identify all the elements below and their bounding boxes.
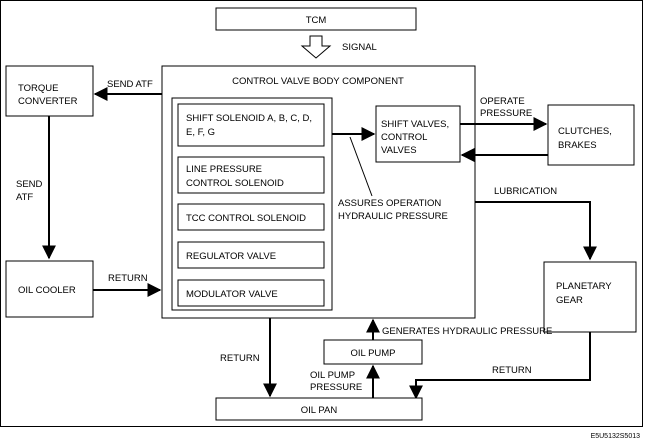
oil-pan-label: OIL PAN: [301, 405, 338, 416]
shift-valves-line1: SHIFT VALVES,: [381, 119, 449, 130]
regulator-valve-box: [177, 241, 325, 269]
shift-solenoid-box: [177, 103, 325, 147]
regulator-valve-label: REGULATOR VALVE: [186, 251, 276, 262]
torque-converter-box: [5, 65, 94, 117]
generates-label: GENERATES HYDRAULIC PRESSURE: [382, 326, 552, 337]
assures-line1: ASSURES OPERATION: [338, 198, 441, 209]
return-planetary-label: RETURN: [492, 365, 532, 376]
oil-cooler-label: OIL COOLER: [18, 285, 76, 296]
tcm-label: TCM: [306, 15, 327, 26]
oil-pump-pressure-line1: OIL PUMP: [310, 370, 355, 381]
planetary-gear-line2: GEAR: [556, 295, 583, 306]
clutches-brakes-line1: CLUTCHES,: [558, 126, 612, 137]
lubrication-label: LUBRICATION: [494, 186, 557, 197]
arrow-planetary-return: [409, 332, 591, 400]
tcc-solenoid-box: [177, 203, 325, 231]
clutches-brakes-line2: BRAKES: [558, 140, 597, 151]
torque-converter-line2: CONVERTER: [18, 96, 78, 107]
oil-cooler-box: [5, 260, 94, 318]
tcm-box: [215, 7, 417, 31]
oil-pump-pressure-line2: PRESSURE: [310, 382, 362, 393]
send-atf-top-label: SEND ATF: [107, 79, 153, 90]
oil-pan-box: [215, 397, 423, 421]
planetary-gear-box: [543, 261, 637, 333]
signal-label: SIGNAL: [342, 42, 377, 53]
line-pressure-solenoid-box: [177, 156, 325, 194]
modulator-valve-label: MODULATOR VALVE: [186, 289, 278, 300]
operate-pressure-line1: OPERATE: [480, 96, 525, 107]
assures-leader-line: [349, 136, 373, 197]
tcc-solenoid-label: TCC CONTROL SOLENOID: [186, 213, 306, 224]
line-pressure-line1: LINE PRESSURE: [186, 164, 262, 175]
send-atf-side-line1: SEND: [16, 179, 43, 190]
shift-solenoid-line1: SHIFT SOLENOID A, B, C, D,: [186, 113, 312, 124]
line-pressure-line2: CONTROL SOLENOID: [186, 178, 284, 189]
operate-pressure-line2: PRESSURE: [480, 108, 532, 119]
shift-solenoid-line2: E, F, G: [186, 127, 215, 138]
return-cooler-label: RETURN: [108, 273, 148, 284]
clutches-brakes-box: [547, 104, 635, 166]
signal-arrow: [300, 35, 332, 59]
planetary-gear-line1: PLANETARY: [556, 281, 612, 292]
torque-converter-line1: TORQUE: [18, 83, 58, 94]
shift-valves-line2: CONTROL: [381, 132, 427, 143]
shift-valves-box: [375, 105, 461, 163]
oil-pump-label: OIL PUMP: [350, 348, 395, 359]
figure-id: E5U5132S5013: [591, 433, 641, 440]
return-pan-label: RETURN: [220, 353, 260, 364]
outer-frame: [0, 0, 643, 427]
control-valve-body-label: CONTROL VALVE BODY COMPONENT: [232, 76, 404, 87]
send-atf-side-line2: ATF: [16, 192, 33, 203]
assures-line2: HYDRAULIC PRESSURE: [338, 211, 448, 222]
shift-valves-line3: VALVES: [381, 145, 417, 156]
oil-pump-box: [323, 339, 423, 365]
arrow-lubrication: [475, 201, 597, 261]
modulator-valve-box: [177, 279, 325, 307]
